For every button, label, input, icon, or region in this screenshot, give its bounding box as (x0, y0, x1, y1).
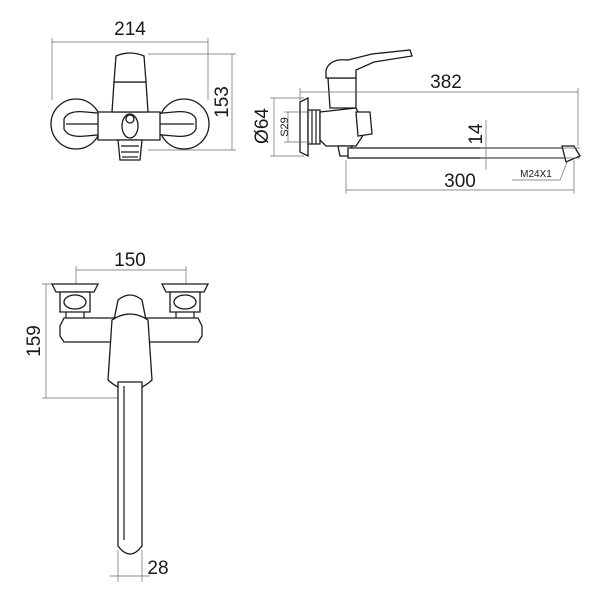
side-wall-plate (299, 96, 321, 158)
side-spout-reach-label: 300 (444, 171, 476, 192)
side-spout-length-label: 382 (430, 72, 462, 93)
side-diameter-dimension: Ø64 (252, 97, 304, 157)
top-body (59, 294, 203, 391)
side-spout-offset-label: 14 (466, 123, 487, 145)
top-center-distance-label: 150 (114, 250, 146, 271)
side-body (319, 49, 413, 157)
front-height-dimension: 153 (148, 53, 236, 151)
top-spout-width-dimension: 28 (110, 550, 169, 582)
top-depth-dimension: 159 (24, 283, 122, 399)
top-right-connector (160, 283, 210, 318)
top-center-distance-dimension: 150 (75, 250, 187, 284)
side-spout-offset-dimension: 14 (466, 120, 580, 170)
side-small-label: S29 (279, 117, 291, 137)
side-thread-callout: M24X1 (512, 159, 569, 181)
front-height-label: 153 (212, 86, 233, 118)
side-spout (347, 145, 581, 163)
side-view: 382 Ø64 S29 14 300 (252, 49, 581, 194)
right-rosette (151, 98, 210, 150)
front-view: 214 153 (50, 19, 236, 161)
top-spout (117, 381, 143, 555)
top-spout-width-label: 28 (147, 558, 168, 579)
front-width-label: 214 (114, 19, 146, 40)
side-small-dimension: S29 (279, 111, 310, 143)
left-rosette (50, 98, 109, 150)
top-depth-label: 159 (24, 325, 45, 357)
side-diameter-label: Ø64 (252, 108, 273, 144)
side-thread-label: M24X1 (520, 169, 552, 180)
mixer-body-front (97, 52, 161, 161)
front-width-dimension: 214 (51, 19, 209, 100)
side-spout-reach-dimension: 300 (345, 160, 575, 194)
top-left-connector (50, 283, 100, 318)
top-view: 150 159 (24, 250, 210, 582)
side-spout-length-dimension: 382 (299, 72, 579, 146)
